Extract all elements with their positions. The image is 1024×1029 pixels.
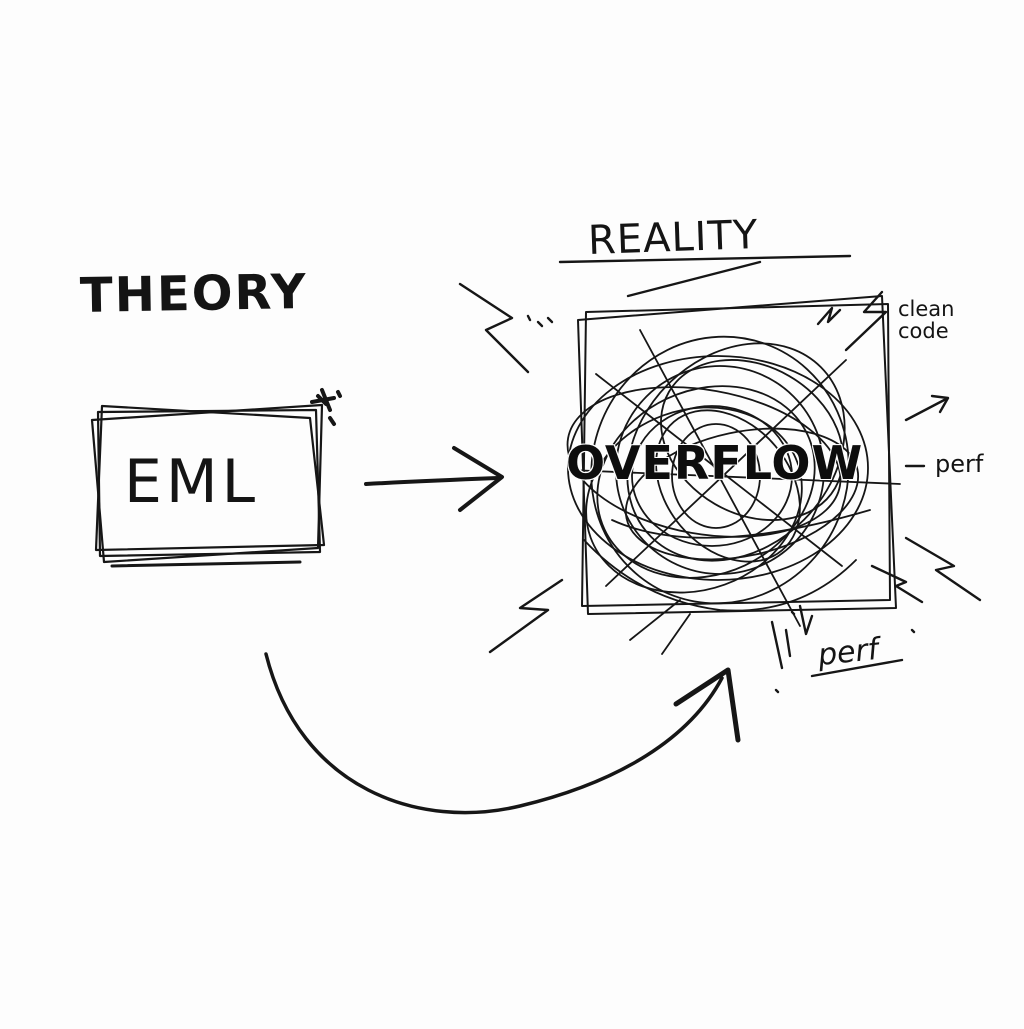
reality-strike-line-2 (626, 260, 762, 298)
scribble-line-5 (611, 509, 871, 539)
reality-strike-line-1 (558, 254, 852, 264)
eml-box-smudge (310, 388, 342, 426)
lightning-icon (844, 290, 888, 352)
perf-underline (810, 658, 904, 678)
eml-box-label: EML (124, 447, 260, 517)
scribble-loop-7 (566, 386, 842, 538)
scribble-loop-10 (585, 406, 803, 594)
scribble-line-4 (639, 329, 801, 627)
impact-mark (770, 620, 792, 670)
note-perf-right: perf (935, 450, 984, 478)
scribble-loop-1 (567, 355, 869, 581)
scribble-loop-4 (626, 342, 846, 562)
impact-marks (526, 314, 950, 694)
note-clean-code: clean code (898, 297, 955, 344)
curved-arrow-head (673, 667, 741, 743)
scribble-line-7 (583, 539, 857, 612)
scribble-line-3 (569, 469, 901, 485)
tangled-scribble (566, 329, 901, 655)
impact-mark (904, 394, 950, 422)
impact-mark (774, 610, 916, 694)
direct-arrow-shaft (364, 476, 500, 486)
lightning-icon (870, 564, 924, 604)
direct-arrow-head (452, 446, 504, 512)
scribble-loop-11 (660, 359, 844, 521)
scribble-loop-6 (655, 409, 801, 563)
scribble-loop-12 (615, 365, 825, 575)
eml-box-outline-2 (90, 403, 324, 564)
impact-mark (526, 314, 554, 328)
scribble-loop-9 (671, 423, 761, 529)
eml-box-underline (110, 560, 302, 568)
lightning-icon (816, 306, 842, 326)
scribble-line-1 (595, 373, 843, 567)
overflow-frame-outline-1 (577, 295, 897, 615)
scribble-line-2 (605, 359, 847, 587)
reality-strike (558, 254, 852, 298)
eml-box-outline-3 (94, 404, 326, 552)
direct-arrow (364, 446, 504, 512)
overflow-frame-outline-2 (581, 303, 891, 607)
note-perf-bottom: perf (816, 631, 881, 674)
scribble-loop-8 (624, 427, 860, 561)
lightning-icon (488, 578, 564, 654)
scribble-loop-5 (631, 405, 793, 547)
scribble-line-6 (629, 599, 691, 655)
impact-mark (798, 604, 814, 636)
curved-arrow (264, 652, 741, 815)
lightning-bolts (458, 282, 982, 654)
perf-underline-stroke (810, 658, 904, 678)
lightning-icon (458, 282, 530, 374)
theory-label: THEORY (79, 264, 309, 324)
overflow-frame (577, 295, 897, 615)
reality-label: REALITY (587, 212, 760, 264)
curved-arrow-shaft (264, 652, 724, 815)
lightning-icon (904, 536, 982, 602)
scribble-loop-3 (596, 385, 816, 579)
overflow-label: OVERFLOW (566, 436, 864, 490)
eml-box (90, 388, 342, 568)
